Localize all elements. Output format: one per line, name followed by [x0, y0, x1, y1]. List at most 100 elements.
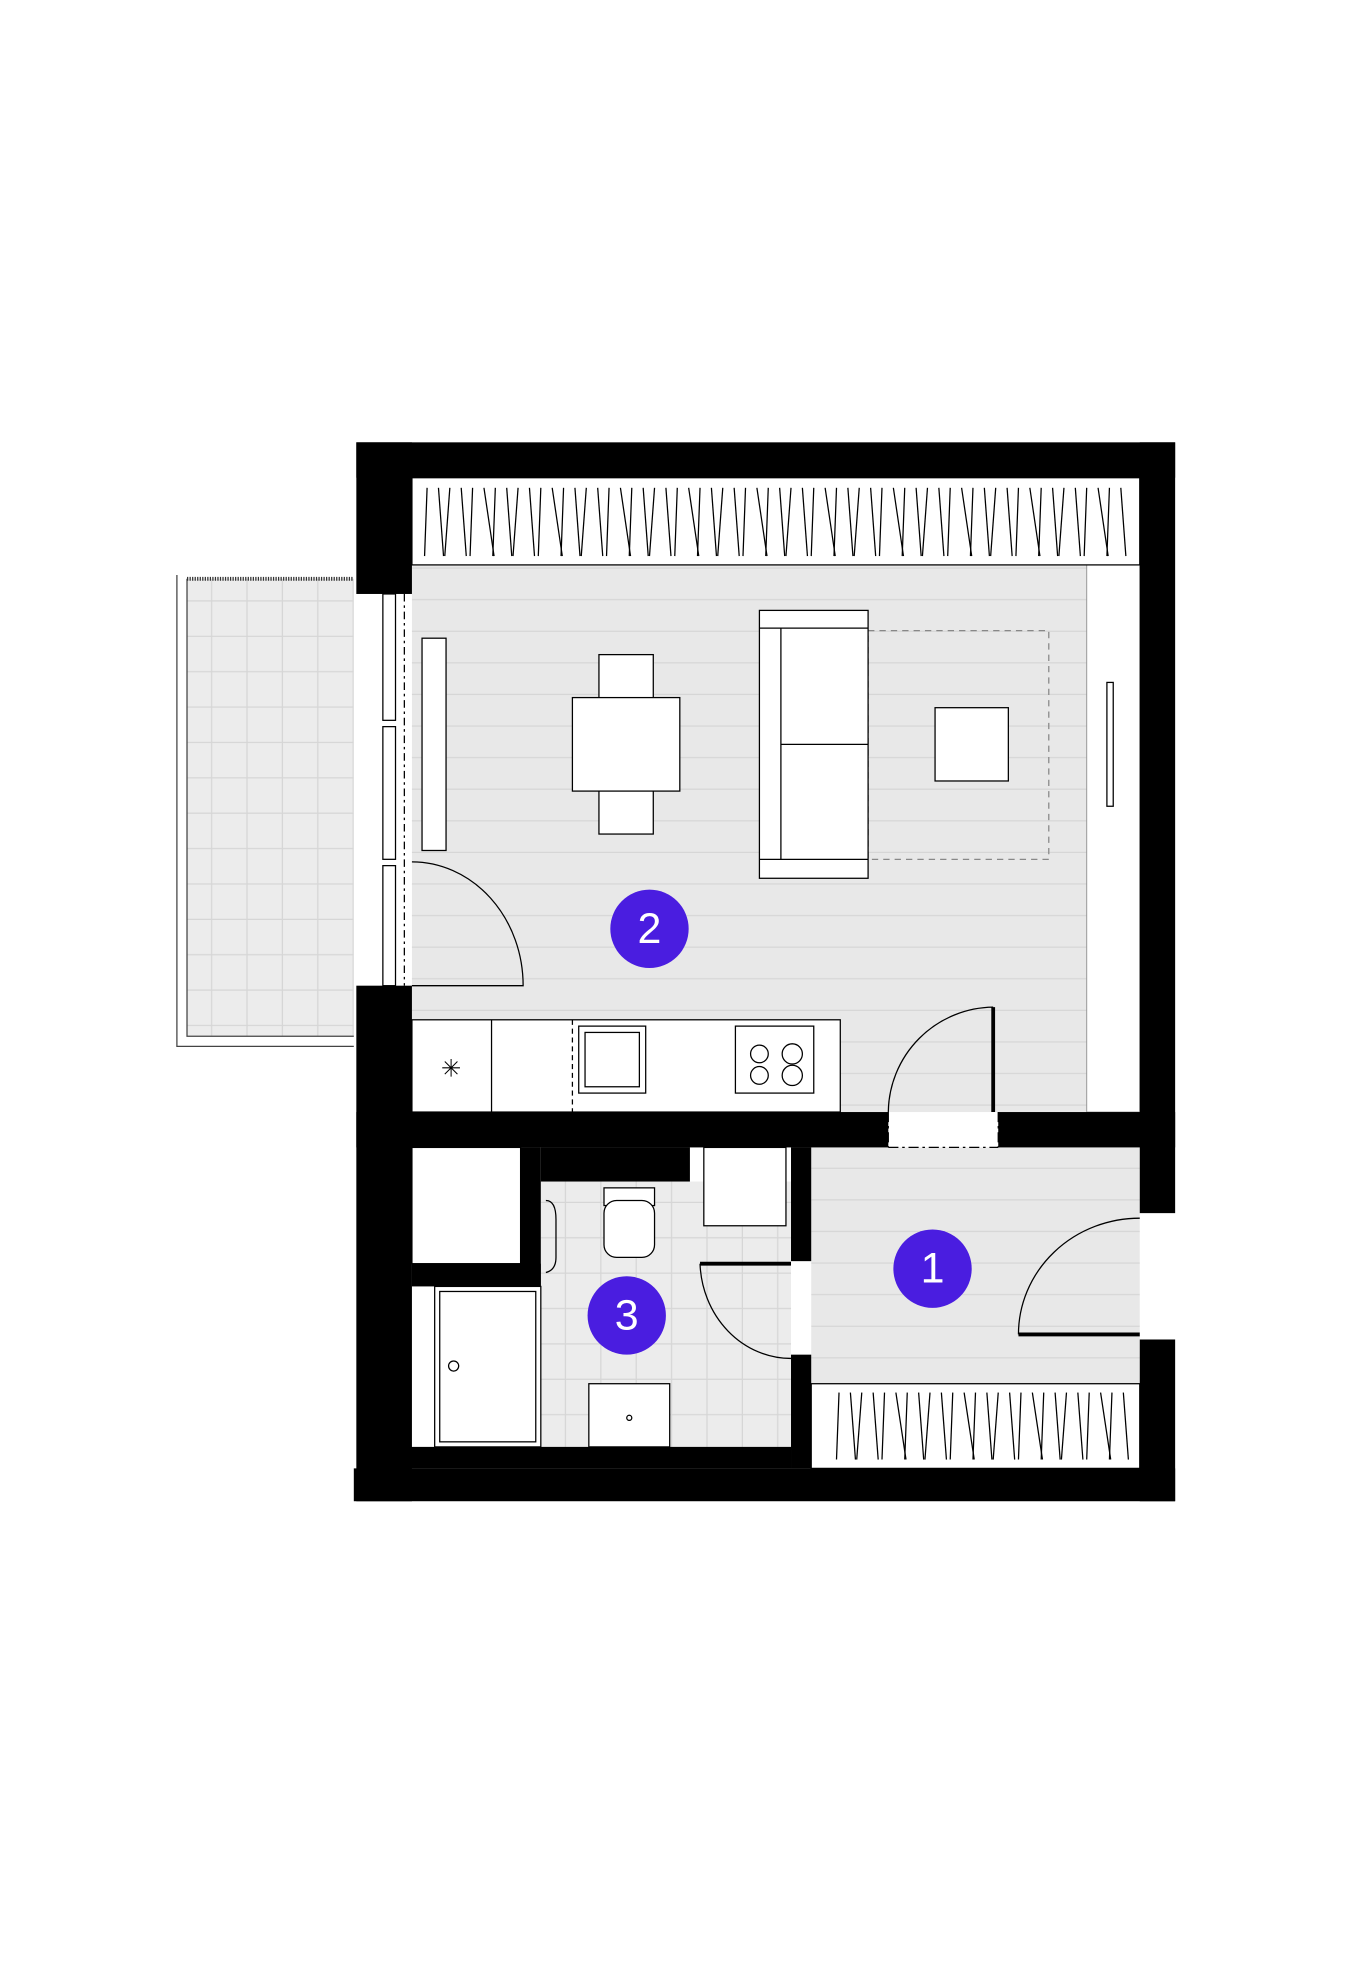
hanger-line — [1060, 1392, 1068, 1460]
hanger-line — [483, 487, 495, 557]
hanger-line — [1031, 1392, 1044, 1460]
hanger-line — [1017, 1392, 1022, 1460]
kitchen-counter — [411, 1019, 841, 1113]
hanger-line — [710, 487, 718, 557]
hanger-line — [833, 487, 838, 557]
hanger-line — [574, 487, 581, 557]
hanger-line — [1054, 1392, 1061, 1460]
hanger-line — [940, 1392, 948, 1460]
hanger-line — [947, 487, 951, 557]
hanger-line — [1015, 487, 1020, 557]
room-marker-1: 1 — [893, 1229, 972, 1308]
hanger-line — [756, 487, 768, 557]
hanger-line — [983, 487, 991, 557]
hallway-floor — [811, 1147, 1140, 1384]
hanger-line — [1040, 1392, 1045, 1460]
hanger-line — [1108, 1392, 1113, 1460]
hanger-line — [642, 487, 649, 557]
hanger-line — [992, 1392, 999, 1460]
hanger-line — [1029, 487, 1041, 557]
hanger-line — [696, 487, 701, 557]
hanger-line — [801, 487, 809, 557]
hanger-line — [1058, 487, 1065, 557]
hanger-line — [810, 487, 815, 557]
hanger-line — [921, 487, 929, 557]
hanger-line — [605, 487, 610, 557]
hanger-line — [785, 487, 792, 557]
walls — [353, 442, 1176, 1502]
hanger-line — [869, 487, 877, 557]
hanger-line — [580, 487, 587, 557]
hanger-line — [560, 487, 565, 557]
hanger-line — [872, 1392, 879, 1460]
hanger-line — [765, 487, 769, 557]
hanger-line — [824, 487, 836, 557]
room-number: 3 — [615, 1291, 639, 1339]
hanger-line — [742, 487, 747, 557]
hanger-line — [1038, 487, 1042, 557]
room-number: 1 — [921, 1245, 945, 1293]
hanger-line — [460, 487, 467, 557]
hanger-line — [1006, 487, 1013, 557]
hanger-line — [990, 487, 997, 557]
hanger-line — [1051, 487, 1059, 557]
hanger-line — [949, 1392, 954, 1460]
hanger-line — [1120, 487, 1127, 557]
balcony — [176, 575, 354, 1047]
hanger-line — [512, 487, 519, 557]
hanger-line — [892, 487, 905, 557]
right-strip — [1086, 564, 1141, 1113]
hanger-line — [915, 487, 922, 557]
hanger-line — [1077, 1392, 1084, 1460]
hanger-line — [1097, 487, 1109, 557]
hanger-line — [986, 1392, 993, 1460]
hanger-line — [972, 1392, 977, 1460]
hanger-line — [423, 487, 428, 557]
room-marker-2: 2 — [610, 889, 689, 968]
tv-unit — [1106, 681, 1114, 807]
sideboard — [421, 637, 447, 852]
hanger-line — [918, 1392, 925, 1460]
room-marker-3: 3 — [587, 1276, 666, 1355]
hanger-line — [847, 487, 854, 557]
hanger-line — [648, 487, 656, 557]
hanger-line — [849, 1392, 857, 1460]
wardrobe-hall — [810, 1383, 1141, 1470]
hanger-line — [1074, 487, 1082, 557]
hanger-line — [717, 487, 724, 557]
hanger-line — [904, 1392, 908, 1460]
hanger-line — [1083, 487, 1088, 557]
hanger-line — [853, 487, 860, 557]
hanger-line — [856, 1392, 863, 1460]
hanger-line — [619, 487, 632, 557]
hanger-line — [674, 487, 678, 557]
hanger-line — [551, 487, 563, 557]
hanger-line — [878, 487, 883, 557]
hanger-line — [938, 487, 945, 557]
hanger-line — [960, 487, 973, 557]
hanger-line — [492, 487, 496, 557]
hanger-line — [924, 1392, 931, 1460]
dining-table — [571, 653, 681, 835]
hanger-line — [895, 1392, 907, 1460]
hanger-line — [779, 487, 786, 557]
bathroom-fixtures — [411, 1146, 787, 1448]
hanger-line — [437, 487, 445, 557]
hanger-line — [597, 487, 604, 557]
hanger-line — [835, 1392, 840, 1460]
hanger-line — [1106, 487, 1111, 557]
hanger-line — [1086, 1392, 1090, 1460]
hanger-line — [881, 1392, 886, 1460]
balcony-windows — [382, 593, 405, 987]
sofa — [758, 609, 869, 879]
room-number: 2 — [638, 905, 662, 953]
hanger-line — [963, 1392, 975, 1460]
wardrobe-top — [411, 477, 1141, 566]
hanger-line — [506, 487, 513, 557]
hanger-line — [469, 487, 474, 557]
hanger-line — [969, 487, 974, 557]
hanger-line — [1122, 1392, 1130, 1460]
hanger-line — [528, 487, 536, 557]
hanger-line — [628, 487, 633, 557]
